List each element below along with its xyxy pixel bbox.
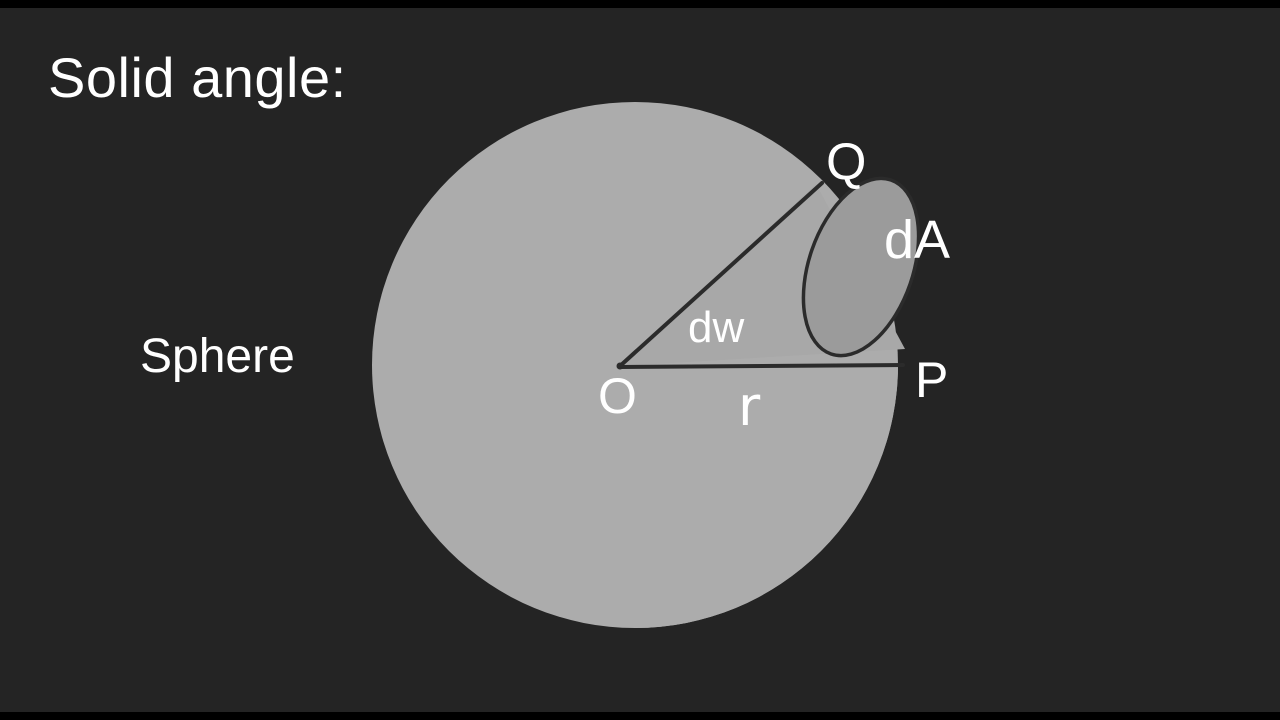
letterbox-bar-bottom	[0, 712, 1280, 720]
point-q-label: Q	[826, 133, 867, 191]
letterbox-bar-top	[0, 0, 1280, 8]
radius-line	[618, 363, 905, 369]
area-da-label: dA	[884, 210, 951, 270]
center-point-dot	[616, 362, 624, 370]
point-p-label: P	[915, 352, 949, 408]
solid-angle-figure	[372, 102, 921, 628]
sphere-right-clip-shape	[635, 365, 898, 628]
cap-area-ellipse	[801, 176, 921, 358]
sphere-label: Sphere	[140, 330, 295, 383]
radius-label: r	[738, 375, 761, 438]
page-title: Solid angle:	[48, 46, 347, 109]
slide-canvas: Solid angle: Sphere Q dA dw O r P	[0, 8, 1280, 712]
cone-edge-upper-line	[618, 181, 824, 368]
point-o-label: O	[598, 368, 637, 424]
solid-angle-dw-label: dw	[688, 303, 745, 352]
